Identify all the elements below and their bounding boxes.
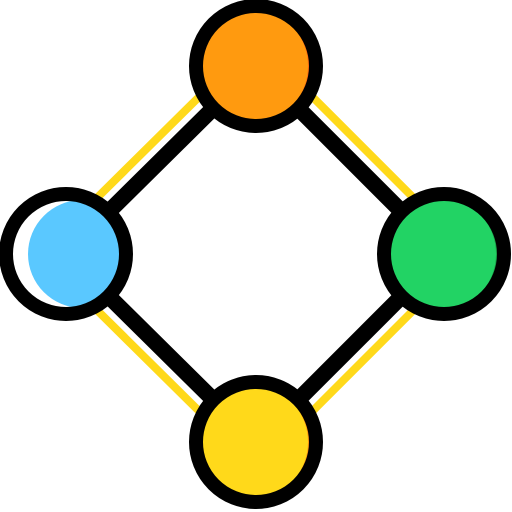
right-node [377, 187, 511, 321]
left-node-fill-inner [28, 200, 126, 308]
bottom-node [189, 375, 323, 509]
top-node [189, 0, 323, 133]
bottom-node-outline [189, 375, 323, 509]
right-node-outline [377, 187, 511, 321]
left-node-outline [0, 187, 133, 321]
top-node-outline [189, 0, 323, 133]
bottom-node-fill-inner [196, 384, 308, 500]
right-node-fill-inner [384, 196, 496, 312]
top-node-fill-inner [196, 8, 308, 124]
left-node [0, 187, 133, 321]
